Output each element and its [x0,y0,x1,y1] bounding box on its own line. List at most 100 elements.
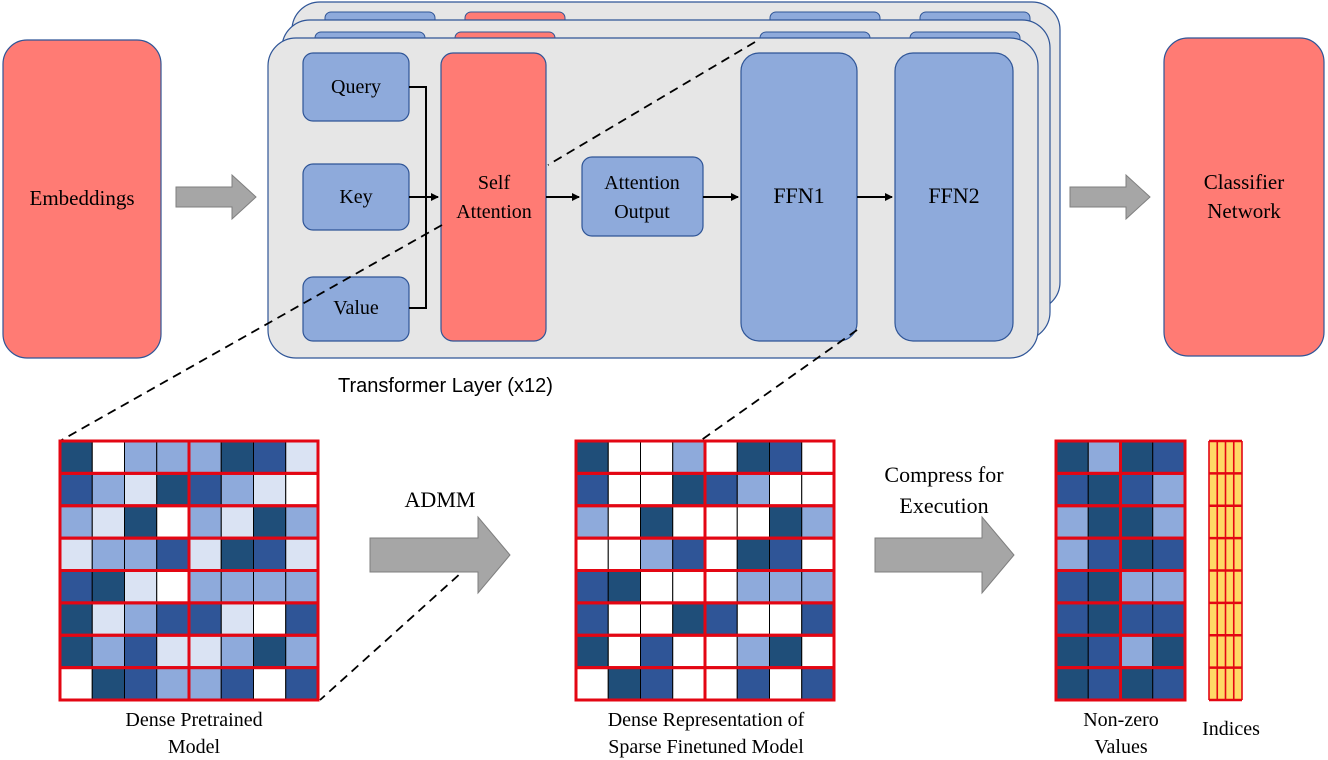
matrix-cell [640,440,674,474]
matrix-cell [124,505,158,539]
matrix-cell [704,602,738,636]
matrix-cell [188,537,222,571]
matrix-cell [704,667,738,701]
matrix-cell [91,440,125,474]
matrix-cell [220,602,254,636]
matrix-cell [1152,472,1186,507]
matrix-cell [575,505,609,539]
embeddings-box [2,39,162,359]
matrix-cell [736,472,770,507]
layer-to-classifier-arrow [1069,173,1151,221]
matrix-cell [124,570,158,604]
attention-output-box [581,156,704,237]
matrix-block-border [703,666,836,702]
attention-output-label-1: Attention [604,172,680,194]
matrix-cell [156,667,190,701]
matrix-cell [1055,667,1089,701]
transformer-layer-caption: Transformer Layer (x12) [338,375,553,397]
matrix-cell [575,634,609,669]
matrix-cell [188,472,222,507]
matrix-cell [285,667,319,701]
matrix-cell [640,537,674,571]
matrix-cell [188,667,222,701]
classifier-box [1163,37,1325,357]
matrix-cell [801,667,835,701]
matrix-cell [59,505,93,539]
matrix-cell [1087,602,1121,636]
matrix-cell [801,440,835,474]
matrix-cell [607,472,641,507]
matrix-cell [640,667,674,701]
matrix-cell [672,602,706,636]
matrix-cell [640,602,674,636]
self-attention-label-1: Self [478,172,511,194]
matrix-cell [253,602,287,636]
matrix-cell [1120,537,1154,571]
matrix-cell [736,667,770,701]
matrix-cell [253,505,287,539]
matrix-cell [59,440,93,474]
matrix-cell [607,602,641,636]
matrix-cell [91,472,125,507]
matrix-cell [640,505,674,539]
matrix-cell [1120,472,1154,507]
matrix-cell [801,634,835,669]
admm-label: ADMM [405,487,476,512]
nonzero-values-matrix [1054,439,1187,702]
dense-matrix [58,439,320,702]
matrix-cell [801,537,835,571]
matrix-cell [607,634,641,669]
matrix-cell [575,440,609,474]
matrix-cell [736,602,770,636]
matrix-cell [156,537,190,571]
matrix-cell [672,472,706,507]
classifier-label-1: Classifier [1204,170,1284,194]
matrix-cell [1152,537,1186,571]
ffn2-label: FFN2 [928,183,979,208]
compress-label-1: Compress for [884,462,1004,487]
matrix-cell [253,570,287,604]
nonzero-caption-1: Non-zero [1083,709,1159,731]
sparse-matrix [574,439,836,702]
matrix-cell [285,602,319,636]
matrix-cell [736,505,770,539]
attention-output-label-2: Output [614,201,670,223]
matrix-cell [253,667,287,701]
matrix-cell [769,440,803,474]
admm-arrow [369,515,511,595]
matrix-cell [156,570,190,604]
matrix-cell [575,472,609,507]
matrix-cell [769,634,803,669]
indices-array [1208,439,1243,702]
matrix-cell [285,440,319,474]
matrix-cell [1087,570,1121,604]
matrix-cell [1055,537,1089,571]
matrix-cell [1055,440,1089,474]
matrix-cell [1087,440,1121,474]
matrix-cell [607,537,641,571]
matrix-cell [253,537,287,571]
matrix-cell [220,634,254,669]
matrix-cell [253,440,287,474]
matrix-cell [124,537,158,571]
matrix-cell [769,472,803,507]
key-label: Key [339,186,372,208]
matrix-block-border [1119,666,1187,702]
matrix-cell [1120,505,1154,539]
matrix-cell [672,667,706,701]
matrix-cell [801,472,835,507]
matrix-cell [188,634,222,669]
matrix-cell [1087,472,1121,507]
matrix-cell [736,537,770,571]
matrix-cell [188,505,222,539]
matrix-cell [124,440,158,474]
matrix-cell [1055,570,1089,604]
matrix-cell [188,570,222,604]
matrix-cell [1055,602,1089,636]
matrix-cell [1152,667,1186,701]
matrix-cell [640,472,674,507]
matrix-cell [156,472,190,507]
zoom-line-sa-top [547,41,756,166]
matrix-cell [220,667,254,701]
